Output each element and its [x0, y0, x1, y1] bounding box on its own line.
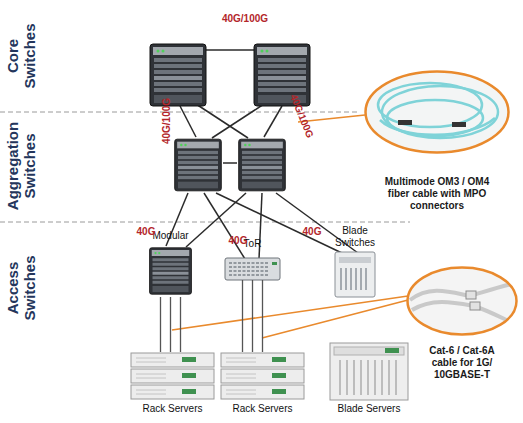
blade-switch-slots — [341, 268, 366, 290]
link-speed-label: 40G — [229, 235, 248, 246]
oval-outline — [406, 266, 518, 336]
layer-band: Aggregation Switches — [6, 115, 36, 217]
link-line — [212, 104, 264, 138]
server-group: Blade Servers — [330, 343, 408, 400]
link-speed-label: 40G/100G — [161, 98, 172, 144]
blade-server — [330, 343, 408, 400]
tor-switch — [225, 258, 280, 280]
mpo-connector — [398, 120, 412, 125]
cat-cables — [410, 282, 520, 326]
blade-switch — [335, 252, 375, 297]
link-line — [264, 106, 282, 137]
server-cable — [161, 297, 181, 352]
oval-outline — [366, 72, 509, 153]
photo-background — [362, 68, 512, 156]
device-label: Rack Servers — [128, 403, 218, 415]
access-switch: ToR — [225, 258, 280, 280]
server-group: Rack Servers — [130, 352, 215, 400]
blade-slots — [340, 360, 396, 395]
layer-title: Core Switches — [4, 8, 38, 104]
tor-ports — [229, 263, 269, 275]
link-speed-label: 40G — [137, 226, 156, 237]
layer-band: Access Switches — [6, 228, 36, 348]
core-switch — [150, 44, 206, 106]
core-switch — [254, 44, 310, 106]
callout-oval: Cat-6 / Cat-6A cable for 1G/ 10GBASE-T — [406, 266, 518, 336]
tor-body — [225, 258, 280, 280]
mpo-connector — [452, 122, 466, 127]
leader-lines — [172, 115, 408, 338]
link-speed-label: 40G/100G — [288, 93, 315, 140]
access-switch: Blade Switches — [333, 252, 377, 297]
layer-band: Core Switches — [6, 5, 36, 107]
callout-oval: Multimode OM3 / OM4 fiber cable with MPO… — [364, 70, 510, 154]
blade-switch-body — [335, 252, 375, 297]
device-label: Blade Switches — [329, 225, 381, 249]
photo-background — [405, 265, 520, 337]
link-line — [205, 49, 255, 51]
callout-text: Cat-6 / Cat-6A cable for 1G/ 10GBASE-T — [420, 345, 504, 381]
rj45-plug — [470, 302, 480, 310]
blade-chassis — [330, 343, 408, 400]
link-line — [259, 193, 262, 259]
leader-line — [172, 296, 408, 330]
server-group: Rack Servers — [220, 352, 305, 400]
fiber-cable-photo — [362, 68, 512, 156]
link-line — [180, 106, 196, 137]
copper-cable-photo — [405, 265, 520, 337]
rack-server — [221, 353, 304, 399]
rj45-plug — [466, 291, 476, 299]
layer-title: Access Switches — [4, 240, 38, 336]
tor-led — [272, 262, 277, 265]
link-line — [196, 104, 248, 138]
rack-server — [131, 353, 214, 399]
oval-outline — [364, 70, 510, 154]
device-label: Rack Servers — [218, 403, 308, 415]
link-line — [223, 162, 237, 164]
blade-switch-panel — [339, 257, 371, 263]
aggregation-switch — [175, 139, 222, 191]
link-speed-label: 40G/100G — [222, 13, 268, 24]
leader-line — [262, 300, 408, 338]
layer-title: Aggregation Switches — [4, 118, 38, 214]
fiber-loops — [378, 83, 498, 138]
blade-top — [334, 347, 404, 355]
modular-switch — [150, 248, 192, 295]
link-speed-label: 40G — [303, 226, 322, 237]
layer-divider — [0, 222, 410, 223]
server-badge — [385, 348, 399, 353]
server-cable — [243, 280, 263, 352]
oval-outline — [408, 268, 517, 335]
access-switch: Modular — [148, 245, 193, 297]
callout-text: Multimode OM3 / OM4 fiber cable with MPO… — [377, 176, 497, 212]
aggregation-switch — [239, 139, 286, 191]
device-label: Blade Servers — [324, 403, 414, 415]
